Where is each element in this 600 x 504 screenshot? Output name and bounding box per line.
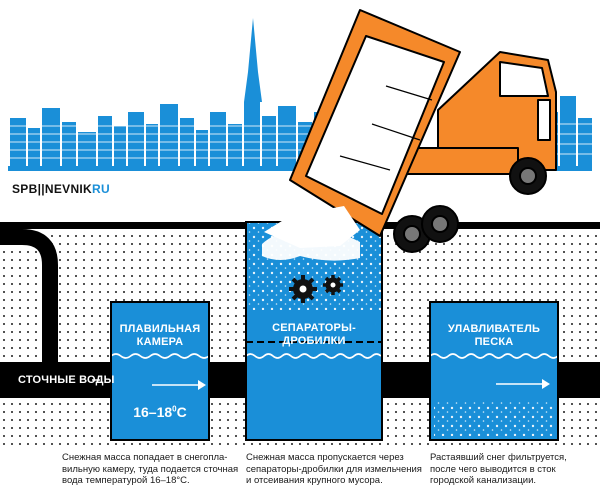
melting-chamber-temperature: 16–180С: [133, 404, 187, 420]
caption-sand-trap-line: Растаявший снег фильтруется,: [430, 452, 567, 463]
temperature-unit: С: [176, 404, 187, 420]
caption-sand-trap: Растаявший снег фильтруется, после чего …: [430, 452, 590, 487]
dump-truck: [264, 9, 557, 253]
temperature-value: 16–18: [133, 404, 173, 420]
crusher-gears: [289, 275, 343, 303]
separator-chamber-label: СЕПАРАТОРЫ-ДРОБИЛКИ: [272, 322, 356, 347]
melting-chamber-label: ПЛАВИЛЬНАЯ КАМЕРА: [119, 323, 201, 348]
logo-suffix: RU: [92, 182, 110, 196]
sand-trap-chamber: [429, 301, 559, 441]
flow-arrow-melting: [152, 380, 206, 390]
melting-chamber: [110, 301, 210, 441]
caption-melting: Снежная масса попадает в снегопла- вильн…: [62, 452, 242, 487]
caption-sand-trap-line: городской канализации.: [430, 475, 537, 486]
site-logo: SPB||NEVNIKRU: [12, 182, 110, 196]
caption-separators-line: Снежная масса пропускается через: [246, 452, 404, 463]
caption-separators-line: сепараторы-дробилки для измельчения: [246, 463, 422, 475]
caption-melting-line: Снежная масса попадает в снегопла-: [62, 452, 228, 463]
caption-melting-line: вода температурой 16–18°С.: [62, 475, 190, 486]
caption-sand-trap-line: после чего выводится в сток: [430, 463, 556, 475]
separator-chamber: [245, 221, 383, 441]
caption-separators: Снежная масса пропускается через сепарат…: [246, 452, 426, 487]
caption-melting-line: вильную камеру, туда подается сточная: [62, 463, 239, 475]
logo-main-text: SPB||NEVNIK: [12, 182, 93, 196]
caption-separators-line: и отсеивания крупного мусора.: [246, 475, 383, 486]
sewer-pipe-label: СТОЧНЫЕ ВОДЫ: [18, 374, 115, 386]
sand-trap-chamber-label: УЛАВЛИВАТЕЛЬ ПЕСКА: [447, 323, 541, 348]
flow-arrow-sand-trap: [496, 379, 550, 389]
